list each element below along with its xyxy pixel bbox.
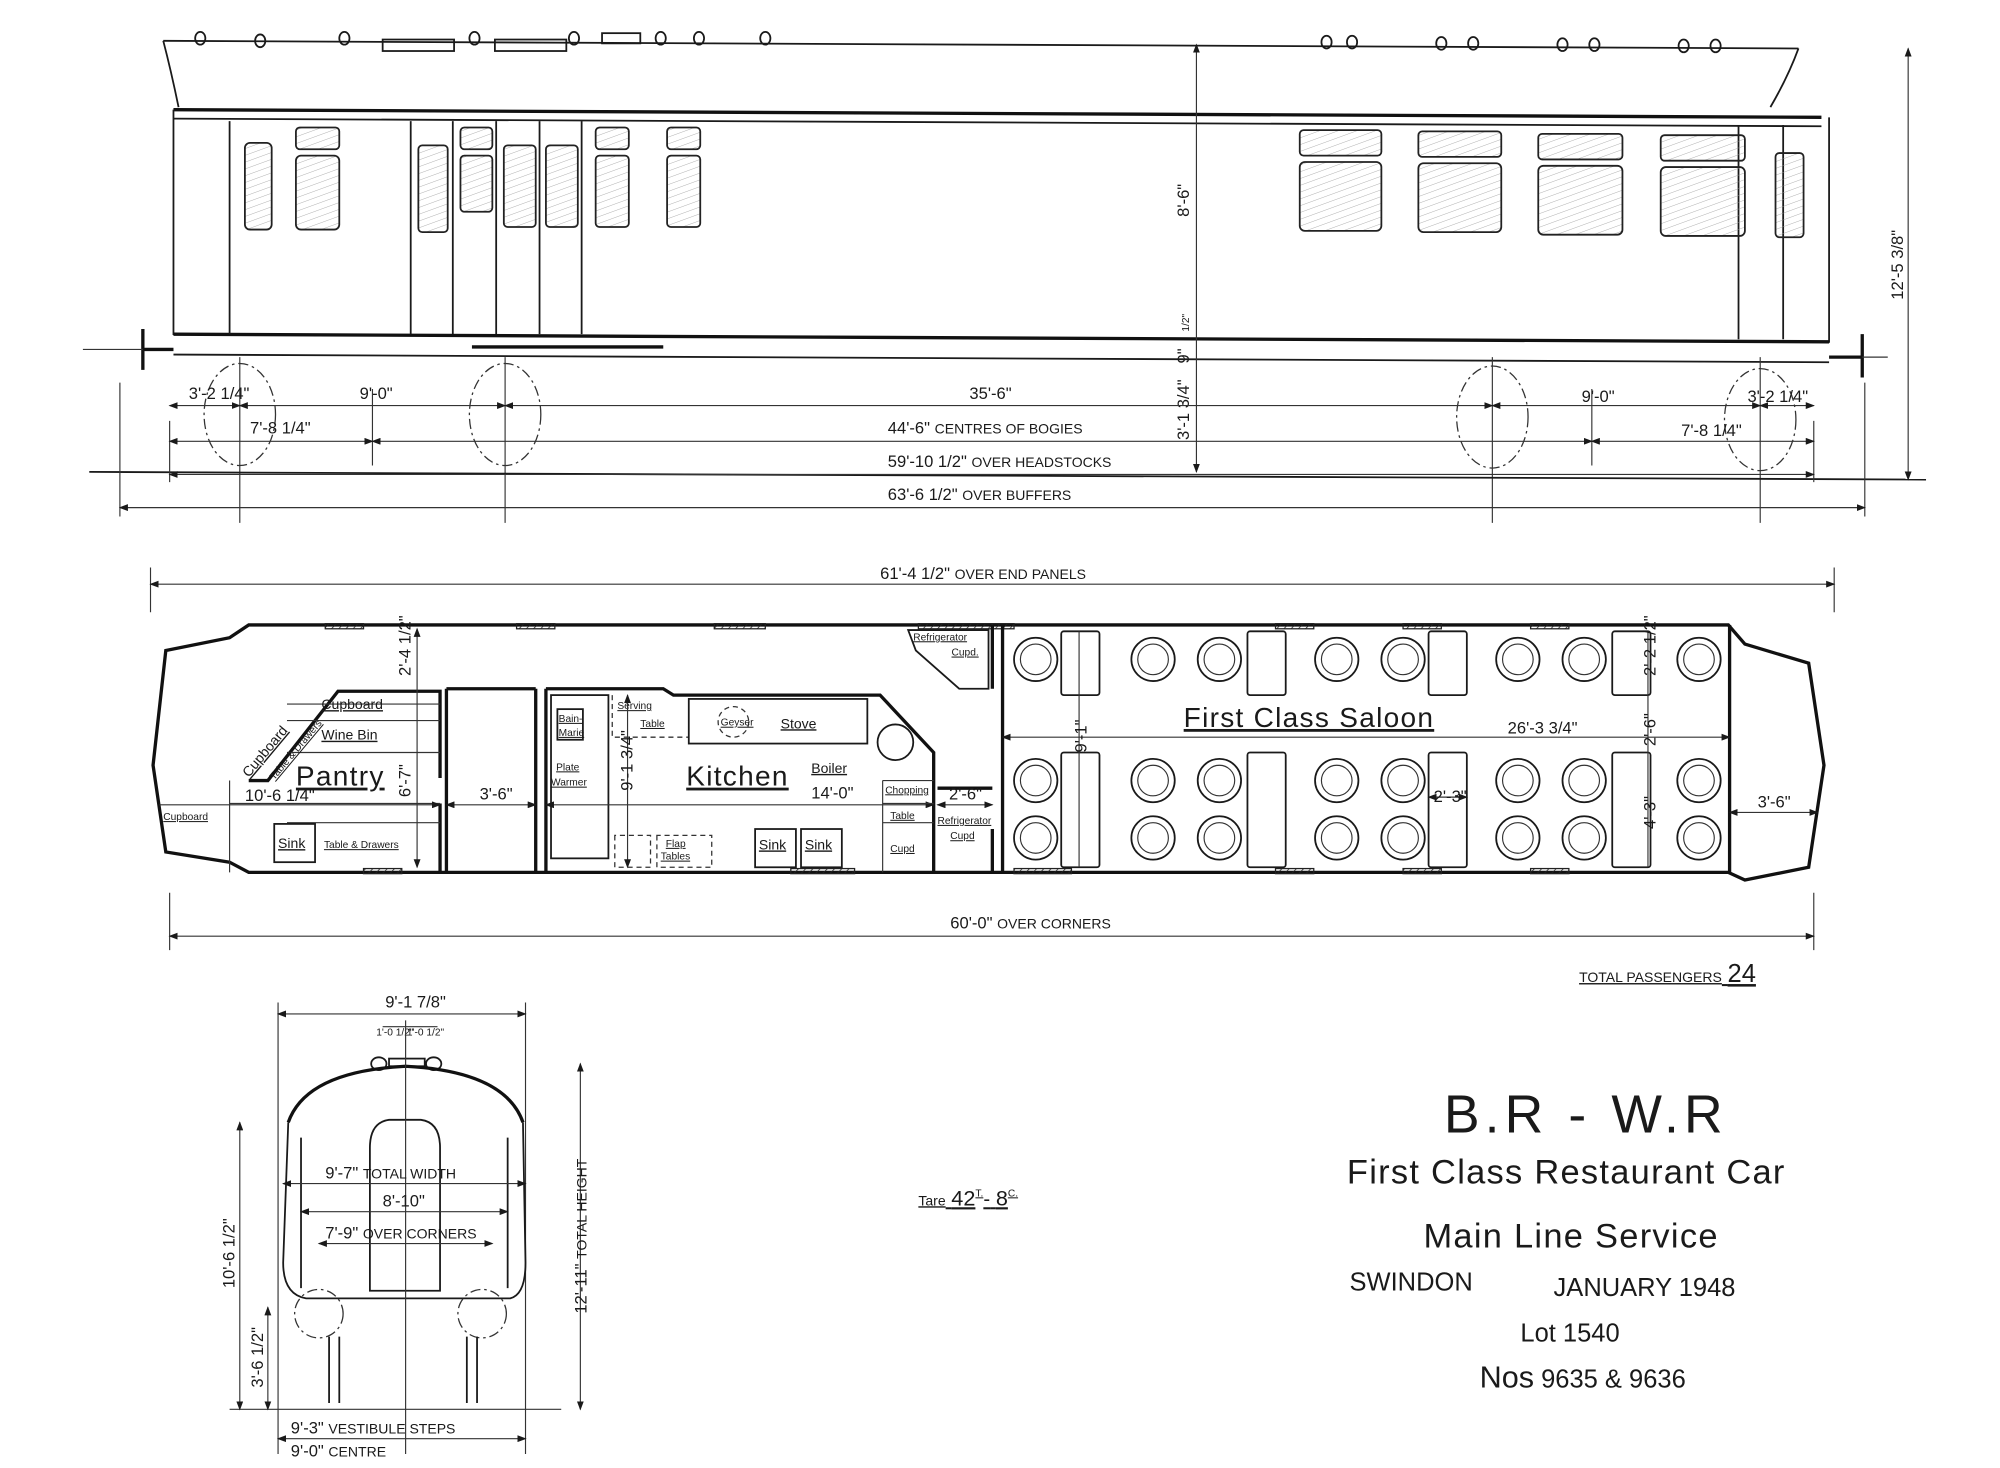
boiler-label: Boiler [811, 760, 847, 776]
centre-dim: 9'-0" CENTRE [291, 1442, 386, 1461]
roof-vent-right-dim: 1'-0 1/2" [407, 1028, 445, 1039]
solebar-half-dim: 1/2" [1181, 313, 1192, 331]
floor-plan: 61'-4 1/2" OVER END PANELS Cupboard Wine… [149, 564, 1836, 951]
wine-bin-label: Wine Bin [321, 727, 377, 743]
floor-height-dim: 3'-6 1/2" [248, 1327, 267, 1388]
over-corners-dim: 60'-0" OVER CORNERS [950, 914, 1111, 933]
cupboard-end-label: Cupboard [163, 812, 208, 823]
refrigerator-top-label-1: Refrigerator [913, 632, 967, 643]
bain-marie-label-1: Bain- [559, 714, 583, 725]
svg-text:44'-6" CENTRES OF BOGIES: 44'-6" CENTRES OF BOGIES [888, 419, 1083, 438]
kitchen-sink-2-label: Sink [805, 836, 833, 852]
body-width-dim: 8'-10" [383, 1192, 425, 1211]
total-passengers: TOTAL PASSENGERS 24 [1579, 960, 1756, 988]
pantry-length-dim: 10'-6 1/4" [245, 786, 315, 805]
kitchen-sink-1-label: Sink [759, 836, 787, 852]
svg-text:59'-10 1/2" OVER HEADSTOCKS: 59'-10 1/2" OVER HEADSTOCKS [888, 452, 1112, 471]
end-overhang-left-dim: 3'-2 1/4" [189, 384, 250, 403]
end-over-corners-dim: 7'-9" OVER CORNERS [325, 1223, 476, 1242]
roof-vent-left-dim: 1'-0 1/2" [376, 1028, 414, 1039]
pantry-depth-dim: 6'-7" [396, 764, 415, 797]
tare-label: Tare 42T.- 8C. [918, 1185, 1018, 1210]
plate-warmer-label-2: Warmer [551, 778, 587, 789]
vehicle-type-title: First Class Restaurant Car [1347, 1154, 1786, 1192]
bain-marie-label-2: Marie [559, 728, 585, 739]
solebar-dim: 9" [1174, 348, 1193, 363]
bogie-overhang-right-dim: 7'-8 1/4" [1681, 421, 1742, 440]
serving-table-label-2: Table [640, 719, 665, 730]
vestibule-dim: 3'-6" [480, 785, 513, 804]
kitchen-label: Kitchen [686, 761, 788, 792]
vestibule-steps-dim: 9'-3" VESTIBULE STEPS [291, 1419, 456, 1438]
title-block: B.R - W.R First Class Restaurant Car Mai… [1347, 1086, 1786, 1395]
refrigerator-low-label-1: Refrigerator [938, 816, 992, 827]
end-total-height-dim: 12'-11" TOTAL HEIGHT [572, 1158, 591, 1313]
side-windows [244, 126, 1805, 239]
side-elevation: 8'-6" 1/2" 9" 3'-1 3/4" 12'-5 3/8" 3'-2 … [82, 30, 1927, 523]
roof-line [163, 39, 1799, 50]
geyser-label: Geyser [721, 718, 754, 729]
overall-dim-centres: 44'-6" CENTRES OF BOGIES [888, 419, 1083, 438]
roof-ventilators [194, 30, 1722, 54]
corridor-width-dim: 2'-4 1/2" [396, 615, 415, 676]
refrigerator-low-label-2: Cupd [950, 831, 975, 842]
works-label: SWINDON [1349, 1269, 1472, 1297]
saloon-label: First Class Saloon [1184, 702, 1435, 733]
body-height-dim: 8'-6" [1174, 184, 1193, 217]
saloon-seats [1013, 636, 1722, 861]
seat-depth-dim: 2'-2 1/2" [1641, 615, 1660, 676]
plate-warmer-label-1: Plate [556, 762, 580, 773]
saloon-width-dim: 9'-1" [1072, 719, 1091, 752]
cantrail-height-dim: 10'-6 1/2" [220, 1218, 239, 1288]
table-drawers-label: Table & Drawers [324, 840, 399, 851]
serving-table-label-1: Serving [617, 701, 652, 712]
table-pitch-dim: 2'-3" [1434, 787, 1467, 806]
refrigerator-width-dim: 2'-6" [949, 785, 982, 804]
service-title: Main Line Service [1423, 1217, 1718, 1255]
refrigerator-top-label-2: Cupd. [952, 648, 979, 659]
end-top-width-dim: 9'-1 7/8" [385, 993, 446, 1012]
flap-tables-label-2: Tables [661, 852, 690, 863]
bogie-wheelbase-left-dim: 9'-0" [360, 384, 393, 403]
railway-title: B.R - W.R [1444, 1086, 1728, 1145]
saloon-tables [1060, 630, 1652, 869]
cupboard-label: Cupboard [321, 696, 383, 712]
wheel-height-dim: 3'-1 3/4" [1174, 379, 1193, 440]
over-end-panels-dim: 61'-4 1/2" OVER END PANELS [880, 564, 1086, 583]
lot-label: Lot 1540 [1520, 1320, 1619, 1348]
overall-dim-headstocks: 59'-10 1/2" OVER HEADSTOCKS [888, 452, 1112, 471]
end-elevation: 9'-1 7/8" 1'-0 1/2" 1'-0 1/2" 9'-7" TOTA… [220, 993, 591, 1461]
saloon-length-dim: 26'-3 3/4" [1508, 718, 1578, 737]
chopping-table-label: Table [890, 811, 915, 822]
cupboard-small-label: Cupd [890, 844, 915, 855]
between-bogies-dim: 35'-6" [969, 384, 1011, 403]
total-width-dim: 9'-7" TOTAL WIDTH [325, 1163, 456, 1182]
overall-height-dim: 12'-5 3/8" [1888, 230, 1907, 300]
pantry-sink-label: Sink [278, 835, 306, 851]
kitchen-width-dim: 9'-1 3/4" [618, 730, 637, 791]
flap-tables-label-1: Flap [666, 839, 686, 850]
stove-label: Stove [781, 715, 817, 731]
kitchen-length-dim: 14'-0" [811, 783, 853, 802]
table-length-dim: 4'-3" [1641, 796, 1660, 829]
date-label: JANUARY 1948 [1554, 1274, 1736, 1302]
overall-dim-buffers: 63'-6 1/2" OVER BUFFERS [888, 485, 1072, 504]
chopping-label: Chopping [885, 785, 929, 796]
svg-text:63'-6 1/2" OVER BUFFERS: 63'-6 1/2" OVER BUFFERS [888, 485, 1072, 504]
end-vestibule-dim: 3'-6" [1758, 792, 1791, 811]
car-numbers: Nos 9635 & 9636 [1480, 1361, 1686, 1395]
bogie-overhang-left-dim: 7'-8 1/4" [250, 419, 311, 438]
gangway-dim: 2'-6" [1641, 713, 1660, 746]
end-overhang-right-dim: 3'-2 1/4" [1747, 387, 1808, 406]
pantry-label: Pantry [296, 761, 385, 792]
bogie-wheelbase-right-dim: 9'-0" [1582, 387, 1615, 406]
